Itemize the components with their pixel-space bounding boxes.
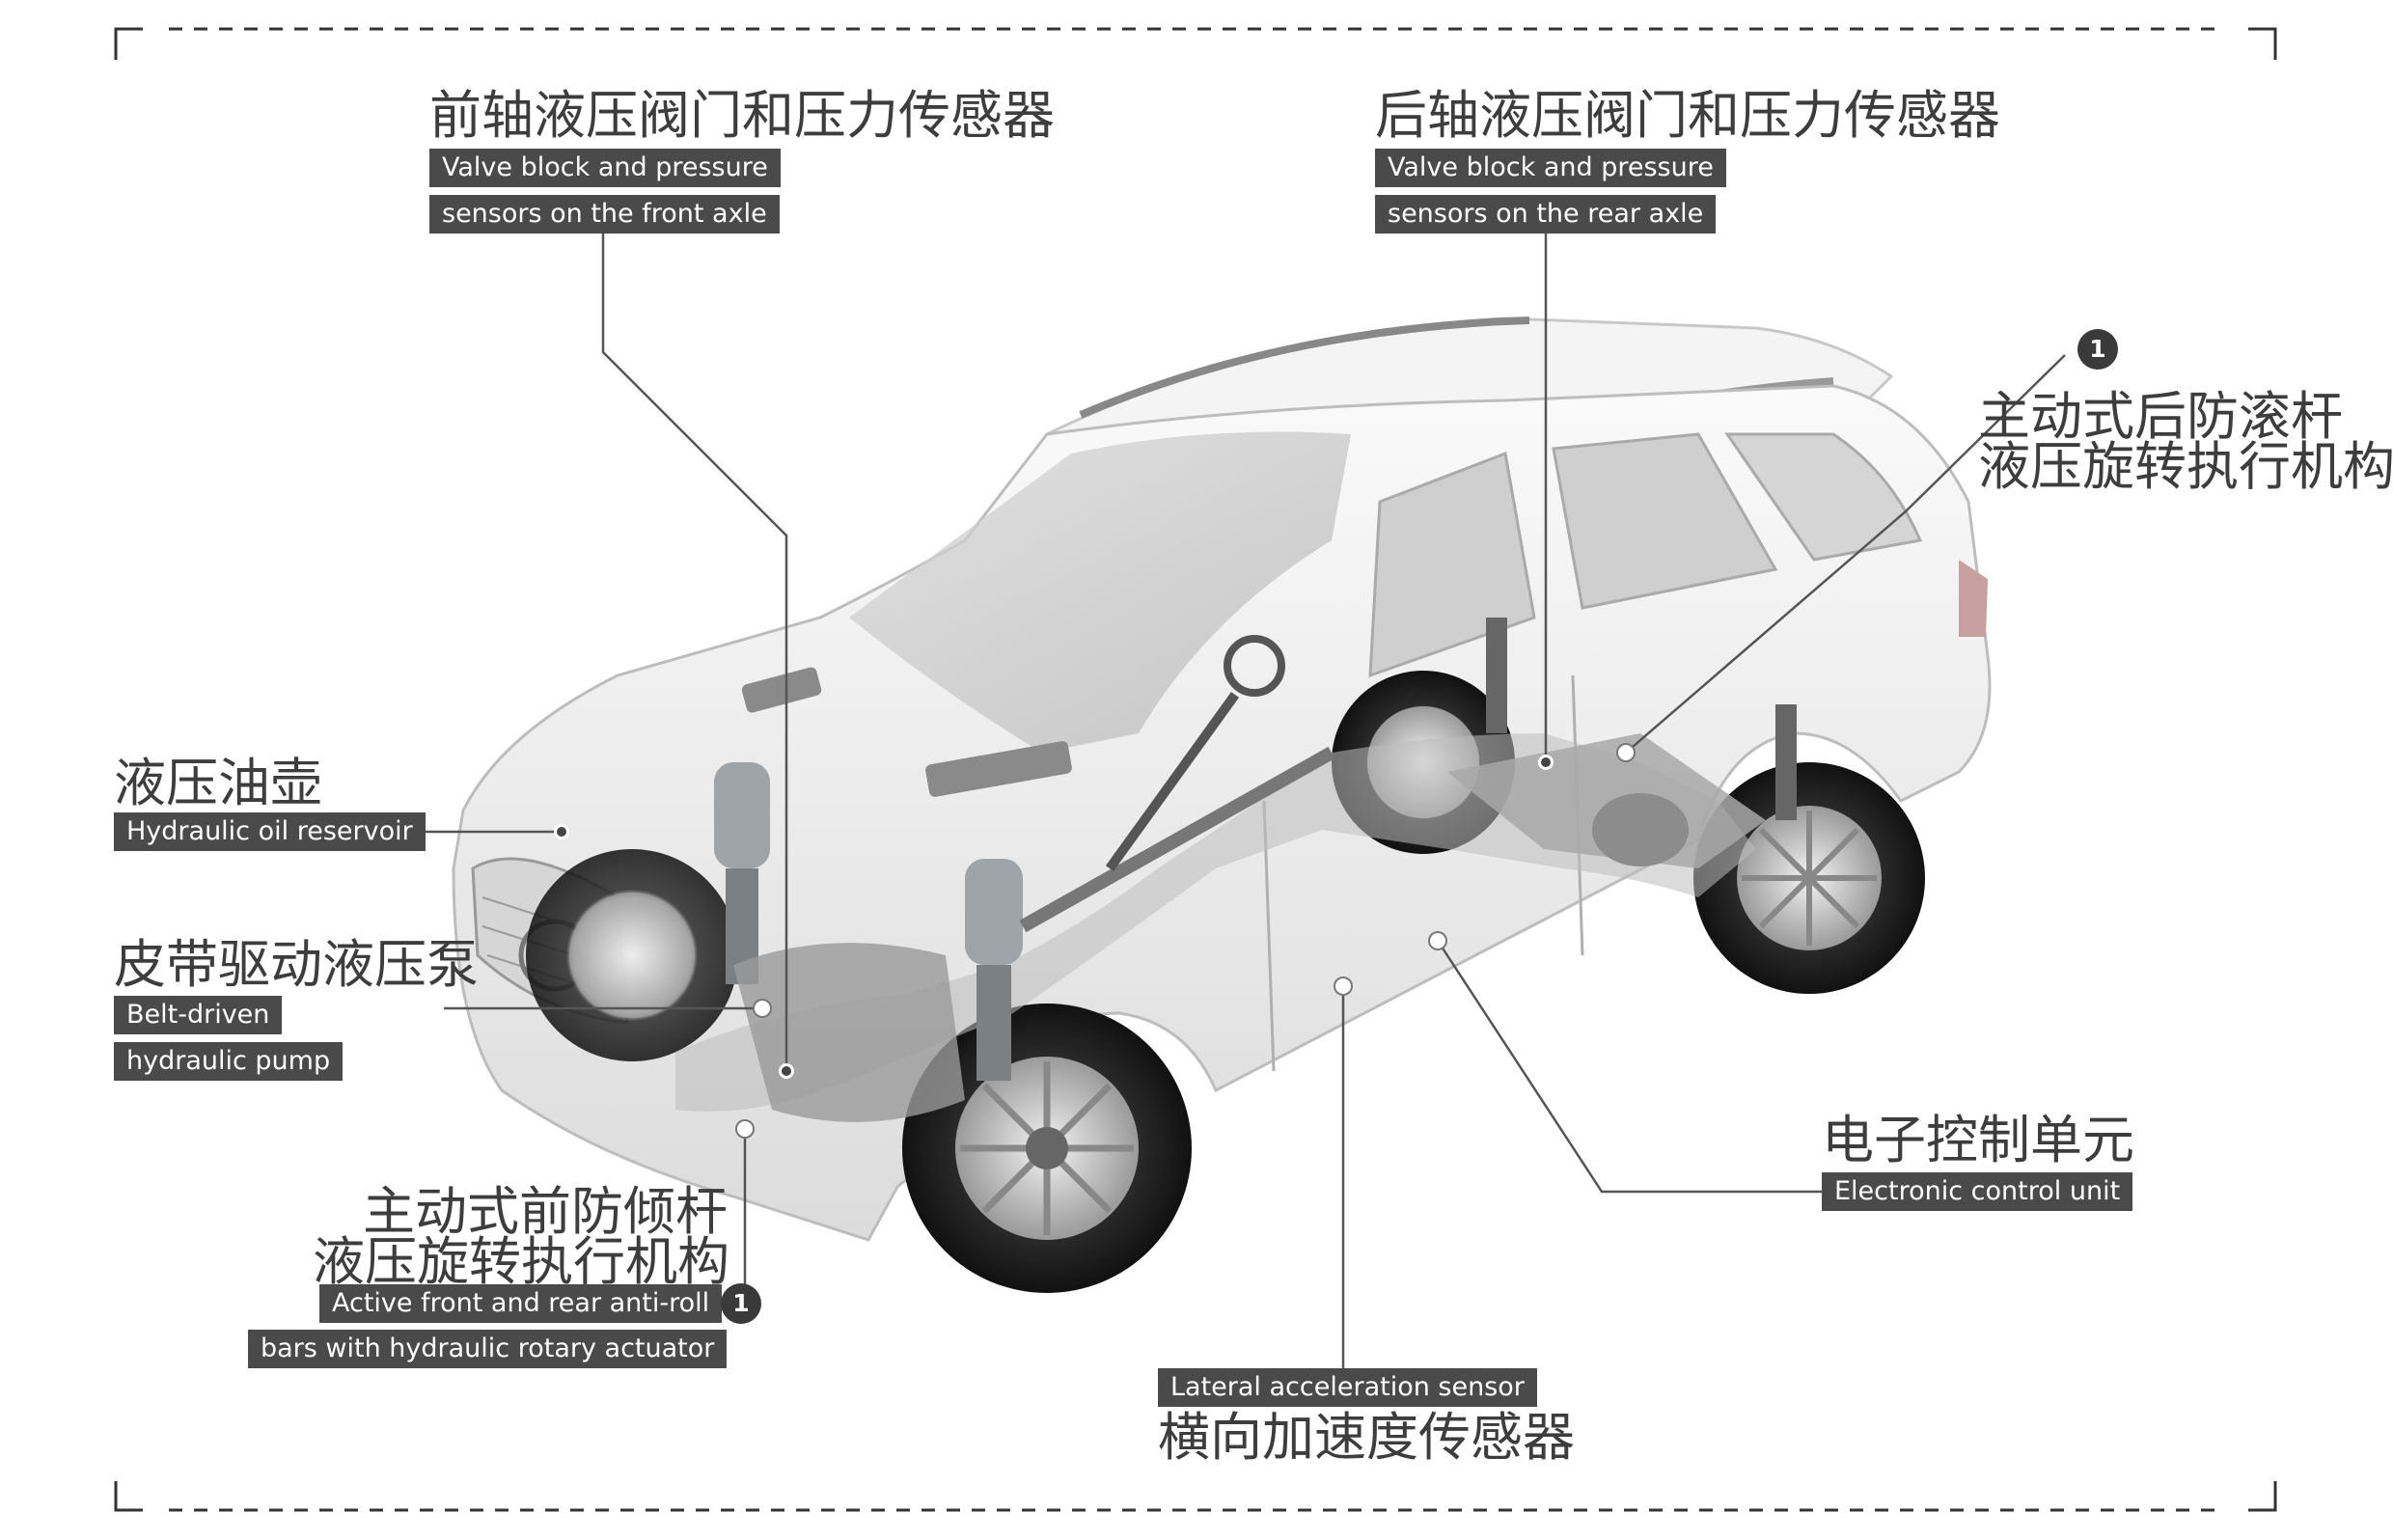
- leader-dot-front-valve: [779, 1063, 794, 1079]
- front-valve-cn-label: 前轴液压阀门和压力传感器: [429, 85, 1055, 146]
- front-valve-en-line2: sensors on the front axle: [429, 195, 780, 234]
- ecu-en-label: Electronic control unit: [1822, 1172, 2133, 1211]
- lateral-sensor-cn-label: 横向加速度传感器: [1158, 1407, 1575, 1468]
- rear-antiroll-badge: 1: [2077, 329, 2118, 370]
- ecu-cn-label: 电子控制单元: [1822, 1110, 2134, 1170]
- front-antiroll-cn-line1: 主动式前防倾杆: [363, 1181, 728, 1242]
- leader-dot-reservoir: [554, 824, 569, 839]
- rear-antiroll-cn-line1: 主动式后防滚杆: [1978, 386, 2343, 447]
- frame-border: [114, 27, 2277, 1512]
- leader-dot-rear-antiroll: [1618, 745, 1634, 760]
- oil-reservoir-cn-label: 液压油壶: [114, 753, 322, 813]
- oil-reservoir-en-label: Hydraulic oil reservoir: [114, 812, 426, 851]
- front-valve-en-line1: Valve block and pressure: [429, 149, 781, 187]
- front-antiroll-en-line1: Active front and rear anti-roll: [319, 1284, 723, 1323]
- rear-valve-en-line2: sensors on the rear axle: [1375, 195, 1717, 234]
- pump-cn-label: 皮带驱动液压泵: [114, 934, 479, 995]
- rear-valve-cn-label: 后轴液压阀门和压力传感器: [1375, 85, 2000, 146]
- leader-lines: [417, 234, 2066, 1370]
- wheels: [526, 671, 1925, 1293]
- chassis-components: [675, 618, 1797, 1122]
- front-antiroll-badge: 1: [721, 1283, 761, 1324]
- rear-valve-en-line1: Valve block and pressure: [1375, 149, 1726, 187]
- pump-en-line2: hydraulic pump: [114, 1042, 344, 1081]
- rear-antiroll-cn-line2: 液压旋转执行机构: [1978, 436, 2393, 497]
- front-antiroll-cn-line2: 液压旋转执行机构: [313, 1231, 729, 1292]
- leader-dot-front-antiroll: [737, 1121, 753, 1137]
- leader-dot-lateral-sensor: [1335, 978, 1351, 994]
- pump-en-line1: Belt-driven: [114, 996, 283, 1034]
- leader-dot-ecu: [1430, 933, 1445, 949]
- leader-dot-pump: [755, 1001, 770, 1016]
- lateral-sensor-en-label: Lateral acceleration sensor: [1158, 1368, 1537, 1407]
- leader-dot-rear-valve: [1538, 755, 1554, 770]
- front-antiroll-en-line2: bars with hydraulic rotary actuator: [248, 1330, 728, 1368]
